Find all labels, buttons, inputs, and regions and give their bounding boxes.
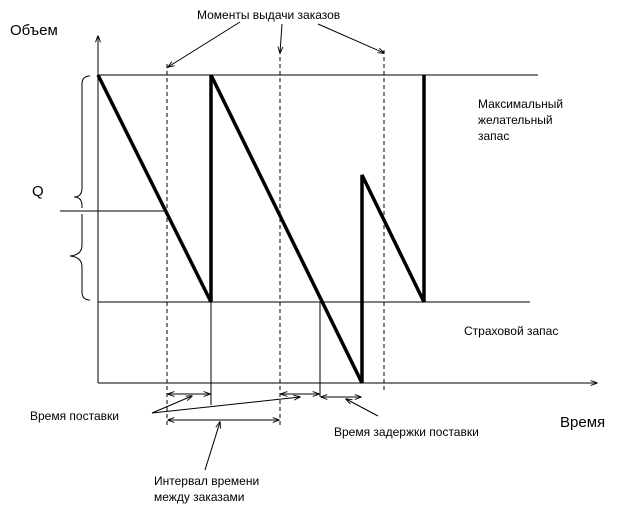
x-axis-label: Время <box>560 414 605 431</box>
safety-stock-label: Страховой запас <box>464 324 558 338</box>
interval-pointer-arrow <box>204 422 220 471</box>
max-stock-label-line2: желательный <box>478 113 553 127</box>
order-moment-arrow <box>280 23 282 53</box>
delivery-pointer-arrow <box>151 396 192 414</box>
order-moment-arrow <box>168 21 241 67</box>
q-label: Q <box>32 183 44 200</box>
max-stock-label-line3: запас <box>478 129 509 143</box>
order-moment-arrow <box>317 23 384 53</box>
delivery-delay-label: Время задержки поставки <box>334 425 479 439</box>
brace-upper <box>73 75 91 208</box>
inventory-level-line <box>96 74 426 384</box>
order-interval-label-line1: Интервал времени <box>154 474 259 488</box>
delivery-time-label: Время поставки <box>30 409 119 423</box>
delay-pointer-arrow <box>346 399 379 417</box>
order-interval-label-line2: между заказами <box>154 490 245 504</box>
brace-lower <box>69 214 91 301</box>
delivery-pointer-arrow <box>151 397 300 414</box>
y-axis-label: Объем <box>10 22 58 39</box>
max-stock-label-line1: Максимальный <box>478 97 563 111</box>
order-moments-label: Моменты выдачи заказов <box>197 8 340 22</box>
